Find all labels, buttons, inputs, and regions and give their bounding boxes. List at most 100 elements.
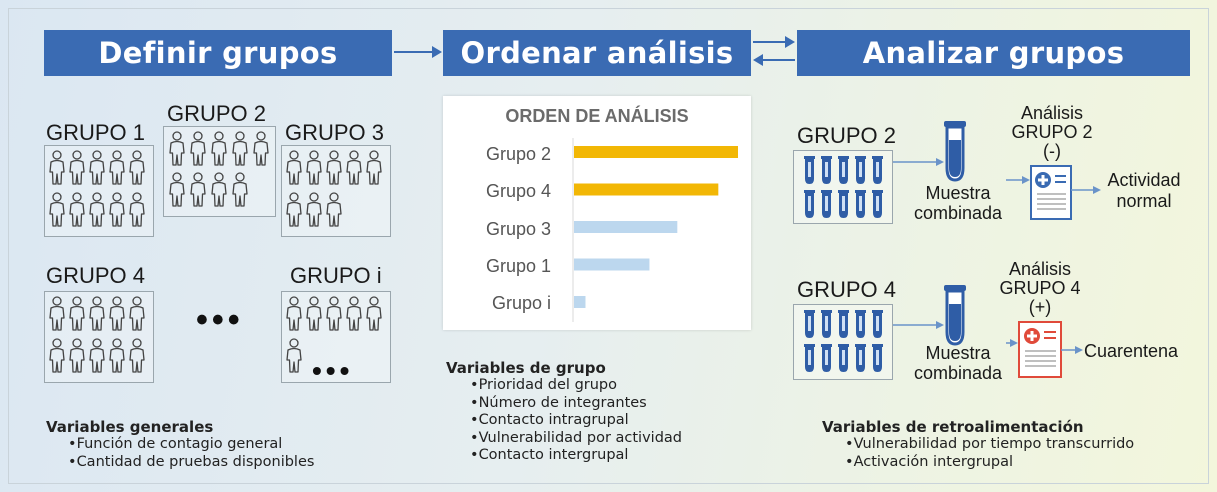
- test-tube-icon: [821, 190, 832, 218]
- header-order-analysis: Ordenar análisis: [443, 30, 751, 76]
- test-tube-icon: [804, 344, 815, 372]
- feedback-vars-title: Variables de retroalimentación: [822, 418, 1084, 436]
- arrow-icon: [893, 321, 944, 329]
- test-tube-icon: [838, 344, 849, 372]
- general-var-item: Cantidad de pruebas disponibles: [68, 454, 315, 472]
- test-tube-icon: [944, 285, 966, 346]
- sample-label-line: Muestra: [925, 343, 991, 363]
- person-icon: [252, 131, 270, 172]
- person-icon: [305, 192, 323, 233]
- chart-category-label: Grupo 4: [485, 181, 551, 201]
- person-icon: [128, 150, 146, 191]
- person-icon: [88, 192, 106, 233]
- person-icon: [325, 192, 343, 233]
- person-icon: [48, 338, 66, 379]
- person-icon: [189, 172, 207, 213]
- person-icon: [108, 296, 126, 337]
- sample-label-line: Muestra: [925, 183, 991, 203]
- arrow-icon: [1061, 346, 1083, 354]
- result-title-line: (+): [1028, 297, 1052, 317]
- person-icon: [285, 296, 303, 337]
- person-icon: [305, 150, 323, 191]
- sample-label-bottom: Muestra combinada: [900, 343, 1016, 383]
- group-label-3: GRUPO 3: [285, 120, 385, 145]
- arrow-icon: [1071, 186, 1101, 194]
- group-label-2: GRUPO 2: [167, 101, 267, 126]
- person-icon: [108, 192, 126, 233]
- person-icon: [108, 150, 126, 191]
- person-icon: [210, 172, 228, 213]
- person-icon: [285, 150, 303, 191]
- diagram-frame: [8, 8, 1209, 484]
- test-tube-icon: [944, 121, 966, 182]
- sample-label-line: combinada: [913, 203, 1003, 223]
- person-icon: [168, 172, 186, 213]
- person-icon: [325, 296, 343, 337]
- person-icon: [48, 192, 66, 233]
- person-icon: [48, 150, 66, 191]
- person-icon: [88, 338, 106, 379]
- group-vars-list: Prioridad del grupo Número de integrante…: [470, 377, 682, 465]
- person-icon: [68, 150, 86, 191]
- person-icon: [108, 338, 126, 379]
- result-title-line: (-): [1043, 141, 1061, 161]
- outcome-label-line: normal: [1116, 191, 1172, 211]
- outcome-label-top: Actividad normal: [1098, 170, 1190, 212]
- arrow-icon: [1006, 176, 1030, 184]
- group-label-1: GRUPO 1: [46, 120, 146, 145]
- person-icon: [210, 131, 228, 172]
- group-label-4: GRUPO 4: [46, 263, 146, 288]
- test-tube-icon: [855, 310, 866, 338]
- chart-bar: [574, 146, 738, 158]
- arrow-icon: [1006, 339, 1018, 347]
- person-icon: [325, 150, 343, 191]
- test-tube-icon: [855, 344, 866, 372]
- person-icon: [285, 192, 303, 233]
- analysis-result-title-top: Análisis GRUPO 2 (-): [1000, 104, 1104, 161]
- test-tube-icon: [872, 156, 883, 184]
- person-icon: [128, 338, 146, 379]
- header-analyze-groups: Analizar grupos: [797, 30, 1190, 76]
- test-tube-icon: [855, 190, 866, 218]
- test-tube-icon: [821, 344, 832, 372]
- feedback-var-item: Vulnerabilidad por tiempo transcurrido: [845, 436, 1135, 454]
- person-icon: [231, 172, 249, 213]
- person-icon: [305, 296, 323, 337]
- result-title-line: GRUPO 4: [999, 278, 1081, 298]
- analysis-order-chart: ORDEN DE ANÁLISIS Grupo 2 Grupo 4 Grupo …: [443, 96, 751, 330]
- chart-category-label: Grupo 1: [485, 256, 551, 276]
- general-var-item: Función de contagio general: [68, 436, 314, 454]
- general-vars-title: Variables generales: [46, 418, 214, 436]
- person-icon: [48, 296, 66, 337]
- analysis-result-title-bottom: Análisis GRUPO 4 (+): [988, 260, 1092, 317]
- person-icon: [128, 296, 146, 337]
- person-icon: [88, 296, 106, 337]
- analysis-group-label-bottom: GRUPO 4: [797, 277, 897, 302]
- person-icon: [345, 150, 363, 191]
- analysis-group-label-top: GRUPO 2: [797, 123, 897, 148]
- feedback-vars-list: Vulnerabilidad por tiempo transcurrido A…: [845, 436, 1135, 471]
- arrow-icon: [394, 46, 442, 58]
- test-tube-icon: [838, 156, 849, 184]
- test-tube-icon: [804, 156, 815, 184]
- outcome-label-line: Actividad: [1107, 170, 1181, 190]
- group-var-item: Número de integrantes: [470, 395, 682, 413]
- header-define-groups: Definir grupos: [44, 30, 392, 76]
- chart-bar: [574, 296, 586, 308]
- chart-bar: [574, 221, 678, 233]
- person-icon: [68, 296, 86, 337]
- group-var-item: Contacto intergrupal: [470, 447, 682, 465]
- person-icon: [285, 338, 303, 379]
- chart-category-label: Grupo i: [491, 293, 551, 313]
- group-var-item: Contacto intragrupal: [470, 412, 682, 430]
- test-tube-icon: [872, 310, 883, 338]
- group-var-item: Vulnerabilidad por actividad: [470, 430, 682, 448]
- sample-label-top: Muestra combinada: [900, 183, 1016, 223]
- group-var-item: Prioridad del grupo: [470, 377, 682, 395]
- group-label-i: GRUPO i: [290, 263, 382, 288]
- group-vars-title: Variables de grupo: [446, 359, 606, 377]
- test-tube-icon: [838, 310, 849, 338]
- chart-category-label: Grupo 2: [485, 144, 551, 164]
- chart-bars: [572, 138, 738, 322]
- result-title-line: Análisis: [1008, 259, 1072, 279]
